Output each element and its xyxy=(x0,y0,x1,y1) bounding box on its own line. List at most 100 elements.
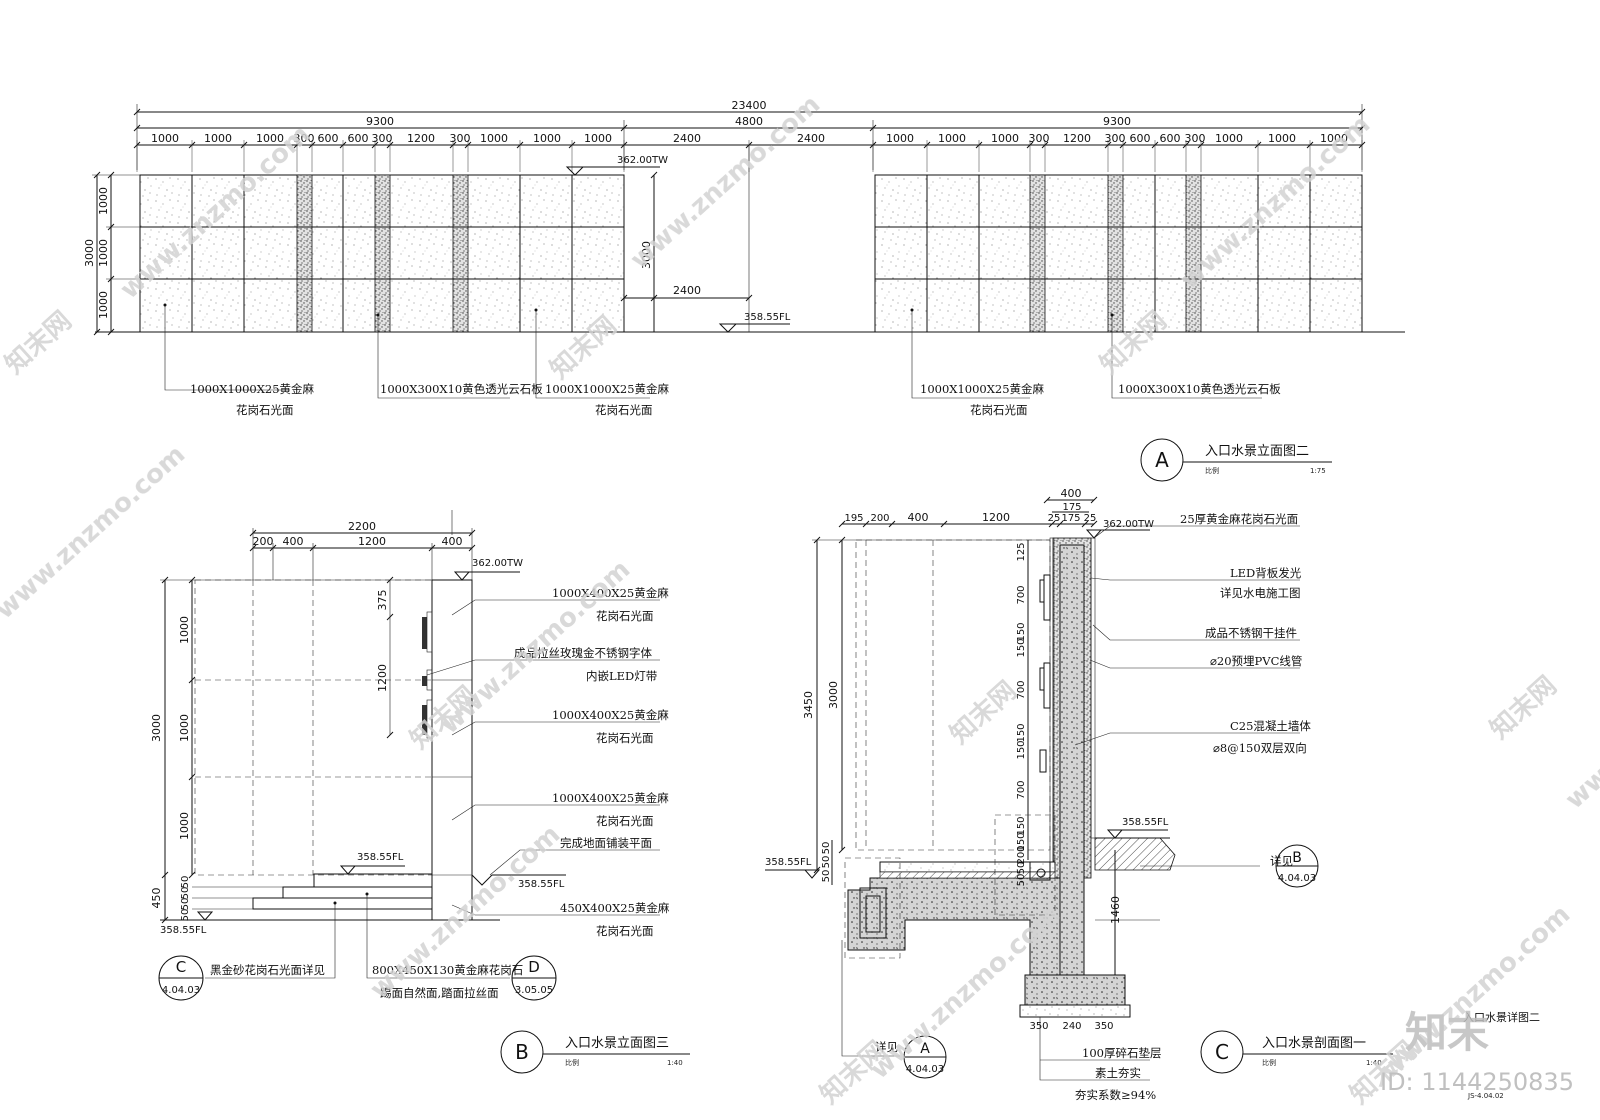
dim-total: 23400 xyxy=(732,99,767,112)
dim-middle-group: 4800 xyxy=(735,115,763,128)
segment-labels-right: 1000 1000 1000 300 1200 300 600 600 300 … xyxy=(886,132,1348,145)
dim-segment: 1200 xyxy=(407,132,435,145)
dim-segment: 300 xyxy=(1029,132,1050,145)
level-top: 362.00TW xyxy=(1103,519,1154,530)
dim-base-row: 50 xyxy=(180,876,191,889)
note-black-granite: 黑金砂花岗石光面详见 xyxy=(210,963,325,977)
segment-labels-left: 1000 1000 1000 300 600 600 300 1200 300 … xyxy=(151,132,825,145)
note-granite-l2: 花岗石光面 xyxy=(970,403,1028,417)
dim-base-row: 50 xyxy=(180,898,191,911)
dim-row: 1000 xyxy=(178,812,191,840)
detail-ref: 4.04.03 xyxy=(162,985,200,996)
dim-foundation-depth: 1460 xyxy=(1109,896,1122,924)
note-l1: LED背板发光 xyxy=(1230,566,1302,580)
note-granite-l2: 花岗石光面 xyxy=(595,403,653,417)
dim-height-total: 3000 xyxy=(150,714,163,742)
scale-word: 比例 xyxy=(1205,466,1219,475)
dim-segment: 1000 xyxy=(480,132,508,145)
dim-segment: 400 xyxy=(442,535,463,548)
dim-stack: 700 xyxy=(1016,780,1027,799)
dim-segment: 1000 xyxy=(1268,132,1296,145)
dim-segment: 1000 xyxy=(1215,132,1243,145)
note-l2: 花岗石光面 xyxy=(596,814,654,828)
scale-value: 1:40 xyxy=(667,1059,683,1067)
note-granite-l1: 1000X1000X25黄金麻 xyxy=(190,382,315,396)
note-l1: 450X400X25黄金麻 xyxy=(560,901,670,915)
detail-mark: B xyxy=(1292,850,1302,866)
dim-stack: 125 xyxy=(1016,542,1027,561)
sheet-number: JS-4.04.02 xyxy=(1467,1092,1504,1100)
dim-segment: 1000 xyxy=(204,132,232,145)
dim-left-group: 9300 xyxy=(366,115,394,128)
dim-pool: 50 xyxy=(821,842,832,855)
dim-segment: 1200 xyxy=(1063,132,1091,145)
title-name: 入口水景立面图二 xyxy=(1205,444,1309,459)
dim-footing: 350 xyxy=(1094,1021,1113,1032)
detail-mark: D xyxy=(528,958,540,976)
segment-ticks xyxy=(133,140,1366,172)
scale-word: 比例 xyxy=(1262,1058,1276,1067)
watermark-site: www.znzmo.com xyxy=(0,439,191,625)
dim-base-total: 450 xyxy=(150,888,163,909)
dim-trench: 200 xyxy=(1016,845,1027,864)
dim-segment: 300 xyxy=(1105,132,1126,145)
dim-opening-height: 3000 xyxy=(640,241,653,269)
watermark-brand: 知末网 xyxy=(0,306,78,380)
overlap-title: 入口水景详图二 xyxy=(1463,1010,1540,1024)
dim-stack: 150 xyxy=(1016,723,1027,742)
level-pad: 358.55FL xyxy=(357,852,404,863)
dim-stack: 150 xyxy=(1016,622,1027,641)
left-stone-wall xyxy=(139,174,625,333)
dim-stack: 150 xyxy=(1016,740,1027,759)
note-l1: 成品拉丝玫瑰金不锈钢字体 xyxy=(514,646,652,660)
dim-stack: 150 xyxy=(1016,638,1027,657)
level-right: 358.55FL xyxy=(1122,817,1169,828)
dim-height-row: 1000 xyxy=(97,291,110,319)
dim-trench: 50 xyxy=(1016,874,1027,887)
watermark-site: www.znzmo.com xyxy=(1375,899,1577,1085)
scale-value: 1:75 xyxy=(1310,467,1326,475)
base-note: 100厚碎石垫层 xyxy=(1082,1046,1161,1060)
dim-segment: 1000 xyxy=(533,132,561,145)
note-l1: ⌀20预埋PVC线管 xyxy=(1210,654,1302,668)
dim-height-total: 3000 xyxy=(83,239,96,267)
dim-footing: 240 xyxy=(1062,1021,1081,1032)
dim-row: 1000 xyxy=(178,714,191,742)
dim-base-row: 50 xyxy=(180,909,191,922)
note-l2: ⌀8@150双层双向 xyxy=(1213,741,1307,755)
dim-segment: 25 xyxy=(1048,513,1061,524)
note-l1: 完成地面铺装平面 xyxy=(560,836,652,850)
dim-segment: 300 xyxy=(450,132,471,145)
dim-segment: 1200 xyxy=(982,511,1010,524)
dim-segment: 1000 xyxy=(584,132,612,145)
dim-pool: 50 xyxy=(821,856,832,869)
note-l1: C25混凝土墙体 xyxy=(1230,719,1311,733)
title-mark: C xyxy=(1215,1040,1229,1064)
dim-segment: 25 xyxy=(1084,513,1097,524)
note-step-l2: 踢面自然面,踏面拉丝面 xyxy=(380,986,499,1000)
note-l2: 内嵌LED灯带 xyxy=(586,669,657,683)
detail-ref: 4.04.03 xyxy=(1278,873,1316,884)
note-granite-l1: 1000X1000X25黄金麻 xyxy=(545,382,670,396)
note-onyx: 1000X300X10黄色透光云石板 xyxy=(1118,382,1281,396)
note-l2: 花岗石光面 xyxy=(596,924,654,938)
note-l1: 成品不锈钢干挂件 xyxy=(1205,626,1297,640)
note-granite-l1: 1000X1000X25黄金麻 xyxy=(920,382,1045,396)
scale-word: 比例 xyxy=(565,1058,579,1067)
dim-segment: 195 xyxy=(844,513,863,524)
dim-segment: 1000 xyxy=(151,132,179,145)
note-l1: 1000X400X25黄金麻 xyxy=(552,586,669,600)
dim-stack: 700 xyxy=(1016,585,1027,604)
dim-stack: 700 xyxy=(1016,680,1027,699)
note-l2: 花岗石光面 xyxy=(596,609,654,623)
note-l1: 25厚黄金麻花岗石光面 xyxy=(1180,512,1298,526)
dim-segment: 300 xyxy=(294,132,315,145)
dim-wall-width: 400 xyxy=(1061,487,1082,500)
detail-ref: 3.05.05 xyxy=(515,985,553,996)
dim-segment: 2400 xyxy=(797,132,825,145)
dim-segment: 1000 xyxy=(938,132,966,145)
dim-segment: 300 xyxy=(372,132,393,145)
title-section-one: C 入口水景剖面图一 比例 1:40 入口水景详图二 JS-4.04.02 xyxy=(1200,1010,1540,1100)
detail-mark: A xyxy=(920,1041,930,1057)
title-name: 入口水景立面图三 xyxy=(565,1036,669,1051)
